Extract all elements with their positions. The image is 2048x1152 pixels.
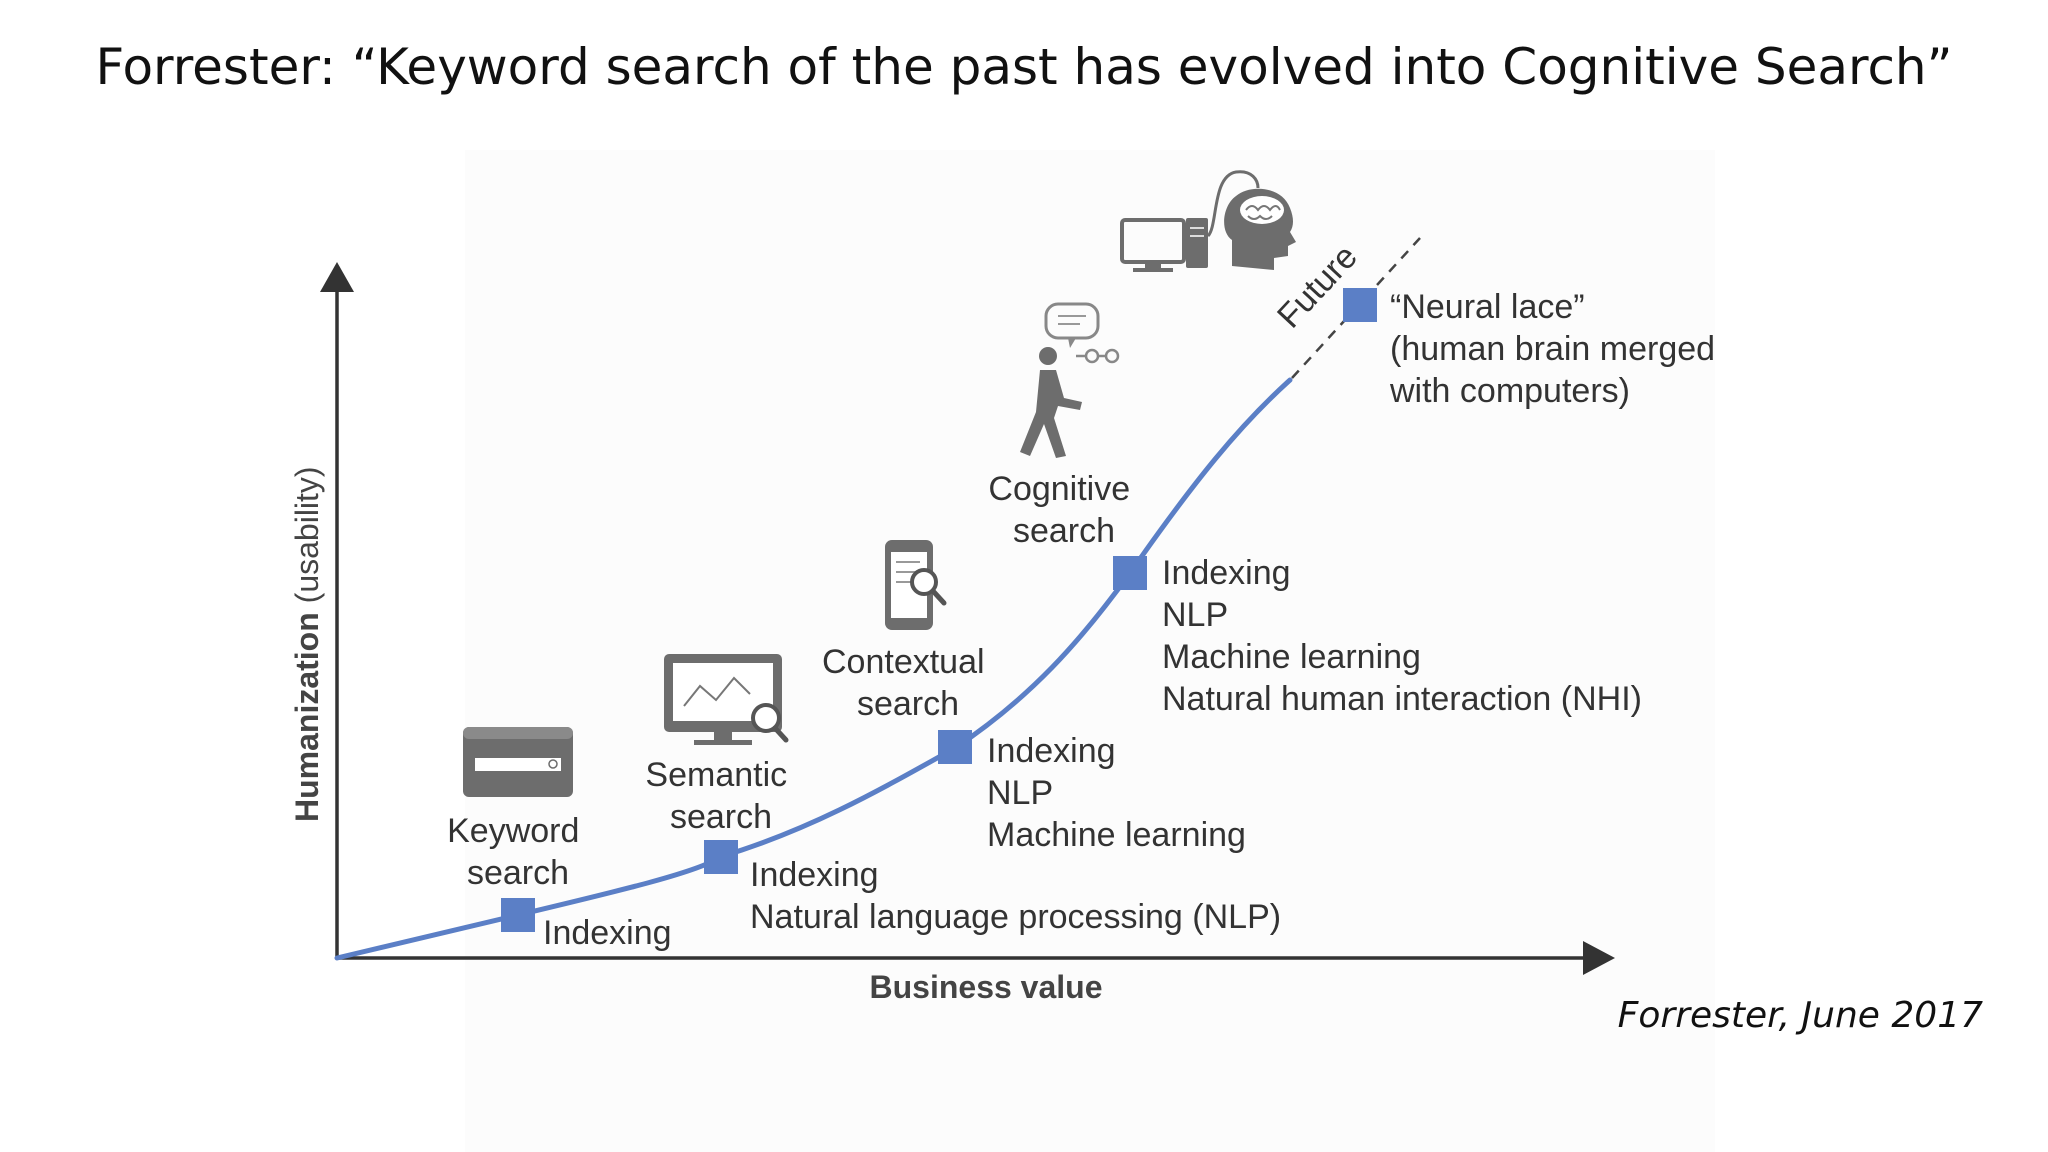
- stage-label-semantic: Semantic search: [645, 756, 796, 836]
- stage-label-contextual-line-2: search: [857, 685, 959, 723]
- capability-neural-lace-2: with computers): [1389, 372, 1630, 410]
- y-axis-arrow: [320, 262, 354, 292]
- capabilities-contextual: Indexing NLP Machine learning: [987, 732, 1246, 854]
- capability-contextual-2: NLP: [987, 774, 1053, 812]
- page-title: Forrester: “Keyword search of the past h…: [95, 38, 1953, 96]
- capability-contextual-3: Machine learning: [987, 816, 1246, 854]
- capabilities-cognitive: Indexing NLP Machine learning Natural hu…: [1162, 554, 1642, 718]
- stage-marker-contextual: [938, 730, 972, 764]
- stage-label-keyword-line-2: search: [467, 854, 569, 892]
- capability-cognitive-4: Natural human interaction (NHI): [1162, 680, 1642, 718]
- stage-label-cognitive: Cognitive search: [988, 470, 1139, 550]
- person-speech-icon: [1020, 302, 1120, 458]
- stage-label-cognitive-line-1: Cognitive: [988, 470, 1130, 508]
- x-axis-arrow: [1583, 941, 1615, 975]
- y-axis-label-light: (usability): [289, 466, 325, 612]
- stage-label-contextual: Contextual search: [822, 643, 994, 723]
- phone-search-icon: [885, 540, 947, 630]
- capabilities-neural-lace: “Neural lace” (human brain merged with c…: [1389, 288, 1725, 410]
- monitor-chart-search-icon: [664, 654, 789, 745]
- capability-semantic-2: Natural language processing (NLP): [750, 898, 1281, 936]
- x-axis-label: Business value: [870, 969, 1103, 1005]
- stage-label-semantic-line-1: Semantic: [645, 756, 787, 794]
- capability-cognitive-3: Machine learning: [1162, 638, 1421, 676]
- capability-neural-lace-1: (human brain merged: [1390, 330, 1715, 368]
- computer-brain-icon: [1120, 170, 1296, 272]
- stage-label-neural-lace: “Neural lace”: [1390, 288, 1585, 326]
- stage-label-contextual-line-1: Contextual: [822, 643, 985, 681]
- stage-marker-cognitive: [1113, 556, 1147, 590]
- stage-marker-semantic: [704, 840, 738, 874]
- stage-label-cognitive-line-2: search: [1013, 512, 1115, 550]
- capabilities-keyword: Indexing: [543, 914, 672, 952]
- stage-marker-keyword: [501, 898, 535, 932]
- search-bar-icon: [463, 727, 573, 797]
- stage-marker-neural-lace: [1343, 288, 1377, 322]
- stage-label-keyword-line-1: Keyword: [447, 812, 579, 850]
- capability-cognitive-1: Indexing: [1162, 554, 1291, 592]
- capability-keyword-1: Indexing: [543, 914, 672, 952]
- capability-semantic-1: Indexing: [750, 856, 879, 894]
- stage-label-semantic-line-2: search: [670, 798, 772, 836]
- figure-background: [465, 150, 1715, 1152]
- y-axis-label-bold: Humanization: [289, 612, 325, 822]
- y-axis-label: Humanization (usability): [289, 466, 325, 822]
- capability-cognitive-2: NLP: [1162, 596, 1228, 634]
- source-credit: Forrester, June 2017: [1617, 995, 1983, 1036]
- capability-contextual-1: Indexing: [987, 732, 1116, 770]
- capabilities-semantic: Indexing Natural language processing (NL…: [750, 856, 1281, 936]
- stage-label-keyword: Keyword search: [447, 812, 589, 892]
